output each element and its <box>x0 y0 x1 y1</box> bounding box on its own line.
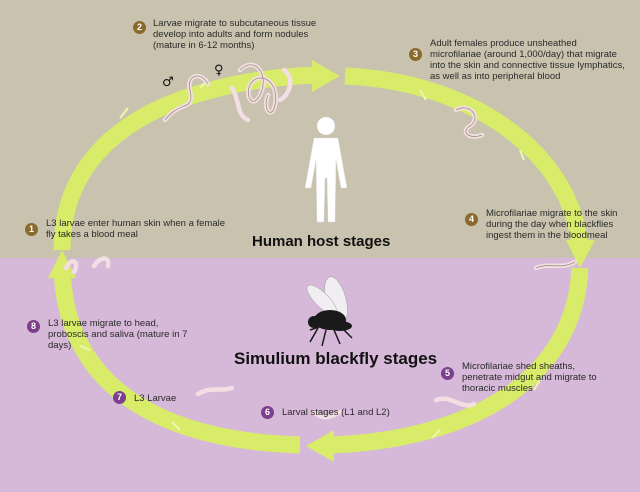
worm-icon <box>195 385 235 397</box>
arrow-stripe <box>431 429 441 439</box>
arrow-stripes <box>79 78 541 439</box>
worm-icon <box>229 85 251 123</box>
arrow-stripe <box>79 345 91 351</box>
human-silhouette-icon <box>304 116 348 223</box>
stage-2-badge: 2 <box>133 21 146 34</box>
arrow-stripe <box>419 89 427 101</box>
blackfly-stages-heading: Simulium blackfly stages <box>234 349 438 368</box>
stage-3-label: Adult females produce unsheathed microfi… <box>430 38 625 82</box>
stage-4-badge: 4 <box>465 213 478 226</box>
worm-outline <box>535 261 576 269</box>
cycle-arrowheads <box>48 60 595 462</box>
worm-outline <box>239 64 277 113</box>
stage-6-badge: 6 <box>261 406 274 419</box>
arrowhead <box>312 60 340 92</box>
arrow-stripe <box>519 149 525 161</box>
arrowhead <box>48 250 76 278</box>
stage-8-label: L3 larvae migrate to head, proboscis and… <box>48 318 188 351</box>
arrowhead <box>566 240 595 268</box>
worm-icon <box>311 409 343 420</box>
stage-5-label: Microfilariae shed sheaths, penetrate mi… <box>462 361 597 394</box>
worm-outline <box>455 107 483 137</box>
arrowhead <box>306 430 334 462</box>
stage-8-badge: 8 <box>27 320 40 333</box>
stage-6-label: Larval stages (L1 and L2) <box>282 407 390 418</box>
stage-2-label: Larvae migrate to subcutaneous tissue de… <box>153 18 317 51</box>
cycle-arrow-segment <box>344 67 589 251</box>
worm-icon <box>63 256 111 275</box>
stage-3-badge: 3 <box>409 48 422 61</box>
cycle-arrow-segment <box>329 267 589 454</box>
human-stages-heading: Human host stages <box>252 233 391 250</box>
arrow-stripe <box>119 107 129 119</box>
worm-icon <box>433 396 477 408</box>
stage-4-label: Microfilariae migrate to the skin during… <box>486 208 618 241</box>
arrow-stripe <box>533 379 541 391</box>
stage-1-label: L3 larvae enter human skin when a female… <box>46 218 226 240</box>
worm-outlines <box>164 64 576 269</box>
blackfly-icon <box>306 276 353 347</box>
stage-5-badge: 5 <box>441 367 454 380</box>
arrow-stripe <box>171 421 181 431</box>
female-symbol-icon: ♀ <box>214 63 224 78</box>
worm-icon <box>277 67 293 103</box>
stage-7-badge: 7 <box>113 391 126 404</box>
male-symbol-icon: ♂ <box>162 75 174 90</box>
worm-outline <box>164 75 209 121</box>
stage-1-badge: 1 <box>25 223 38 236</box>
stage-7-label: L3 Larvae <box>134 393 177 404</box>
